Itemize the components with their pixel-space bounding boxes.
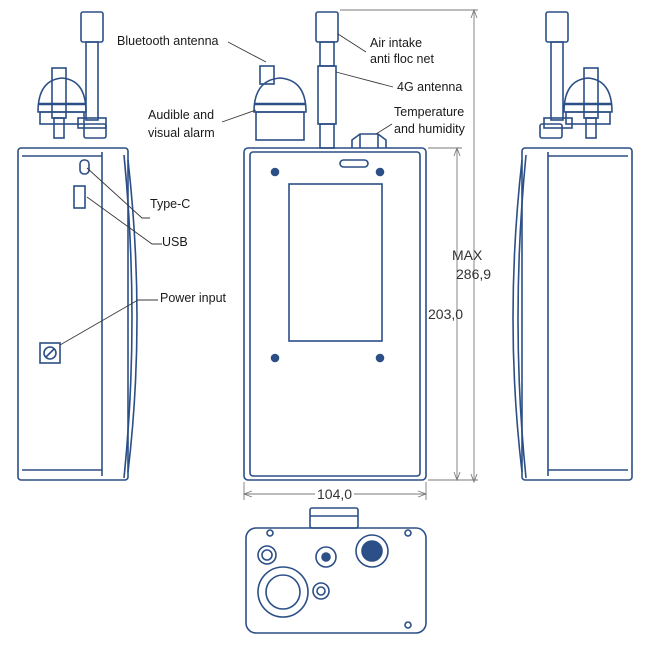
- right-curved-back: [517, 154, 527, 479]
- front-indicator-slot: [339, 159, 369, 168]
- front-view: [243, 11, 427, 481]
- front-screw-top-right: [375, 167, 385, 177]
- left-body: [17, 147, 129, 481]
- label-bluetooth-antenna: Bluetooth antenna: [117, 34, 219, 48]
- left-bluetooth-antenna-cap: [80, 11, 104, 43]
- front-air-intake-cap: [315, 11, 339, 43]
- dim-height-value: 203,0: [428, 306, 464, 322]
- left-side-view: [17, 11, 138, 481]
- front-screw-bottom-right: [375, 353, 385, 363]
- front-bluetooth-antenna: [259, 65, 275, 85]
- top-view-screw-left: [266, 529, 274, 537]
- left-usb-port: [73, 185, 86, 209]
- front-screw-bottom-left: [270, 353, 280, 363]
- front-4g-antenna: [317, 65, 337, 125]
- top-view-screw-right: [404, 529, 412, 537]
- leader-type-c: [86, 167, 150, 219]
- leader-air-intake: [337, 33, 367, 53]
- leader-power-input: [59, 299, 158, 346]
- label-power-input: Power input: [160, 291, 227, 305]
- leader-4g: [335, 71, 394, 88]
- leader-lines: [59, 33, 394, 346]
- leader-temperature: [375, 123, 393, 135]
- top-view-alarm-port: [257, 566, 309, 618]
- label-type-c: Type-C: [150, 197, 191, 211]
- dim-max-value: 286,9: [456, 266, 492, 282]
- top-view: [245, 507, 427, 634]
- top-view-small-port-2: [312, 582, 330, 600]
- left-alarm-dome: [37, 77, 87, 113]
- right-side-view: [512, 11, 633, 481]
- top-view-small-port-1: [257, 545, 277, 565]
- front-screen: [288, 183, 383, 342]
- front-body: [243, 147, 427, 481]
- label-usb: USB: [162, 235, 188, 249]
- front-screw-top-left: [270, 167, 280, 177]
- left-type-c-port: [79, 159, 90, 175]
- top-view-intake-port: [315, 546, 337, 568]
- label-alarm-line2: visual alarm: [148, 126, 215, 140]
- top-view-clip: [309, 507, 359, 529]
- right-alarm-dome: [563, 77, 613, 113]
- leader-usb: [86, 196, 162, 245]
- label-alarm-line1: Audible and: [148, 108, 215, 122]
- front-temperature-sensor: [351, 133, 387, 148]
- label-anti-floc-net: anti floc net: [370, 52, 434, 66]
- label-temperature-line1: Temperature: [394, 105, 465, 119]
- top-view-antenna-port: [355, 534, 389, 568]
- leader-bluetooth: [227, 41, 267, 63]
- label-4g-antenna: 4G antenna: [397, 80, 463, 94]
- dim-width-value: 104,0: [315, 486, 355, 502]
- front-alarm-dome: [253, 77, 307, 113]
- label-temperature-line2: and humidity: [394, 122, 465, 136]
- left-power-input: [39, 342, 61, 364]
- right-antenna-cap: [545, 11, 569, 43]
- label-air-intake: Air intake: [370, 36, 423, 50]
- dim-max-label: MAX: [452, 247, 483, 263]
- right-body: [521, 147, 633, 481]
- left-curved-back: [123, 154, 133, 479]
- top-view-body: [245, 527, 427, 634]
- leader-alarm: [221, 109, 257, 123]
